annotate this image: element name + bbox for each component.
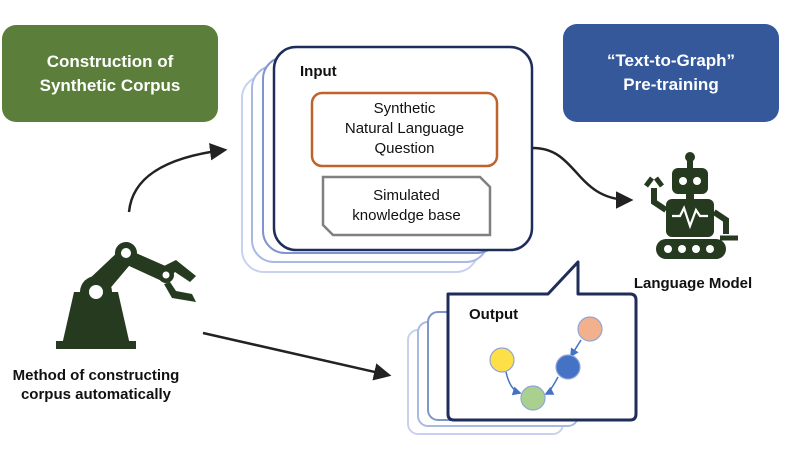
construction-tag: Construction of Synthetic Corpus (2, 25, 218, 122)
pretraining-tag-line1: “Text-to-Graph” (606, 51, 736, 70)
method-line2: corpus automatically (20, 386, 172, 403)
kb-line1: Simulated (373, 187, 440, 204)
question-line3: Question (374, 140, 435, 157)
graph-node-yellow (489, 347, 515, 373)
graph-node-green (520, 385, 546, 411)
arrow-to-language-model (532, 146, 634, 209)
output-card-stack (407, 260, 638, 435)
pretraining-tag-line2: Pre-training (623, 75, 719, 94)
construction-tag-line2: Synthetic Corpus (39, 75, 181, 95)
pretraining-tag: “Text-to-Graph” Pre-training (563, 24, 779, 122)
question-box-text: Synthetic Natural Language Question (312, 99, 497, 159)
question-line1: Synthetic (373, 100, 436, 117)
question-line2: Natural Language (344, 120, 465, 137)
robot-arm-icon (56, 242, 196, 349)
method-line1: Method of constructing (12, 367, 180, 384)
method-label: Method of constructing corpus automatica… (0, 366, 192, 404)
construction-tag-line1: Construction of (46, 51, 174, 71)
kb-line2: knowledge base (352, 207, 461, 224)
graph-icon (489, 316, 603, 411)
kb-box-text: Simulated knowledge base (323, 186, 490, 226)
kb-box (321, 175, 492, 237)
graph-node-orange (577, 316, 603, 342)
question-box (310, 91, 499, 168)
graph-node-blue (555, 354, 581, 380)
input-title: Input (300, 63, 337, 80)
language-model-label: Language Model (633, 275, 753, 292)
output-title: Output (469, 306, 519, 323)
arrow-to-input (127, 143, 228, 213)
robot-icon (644, 152, 738, 259)
arrow-to-output (202, 331, 392, 381)
